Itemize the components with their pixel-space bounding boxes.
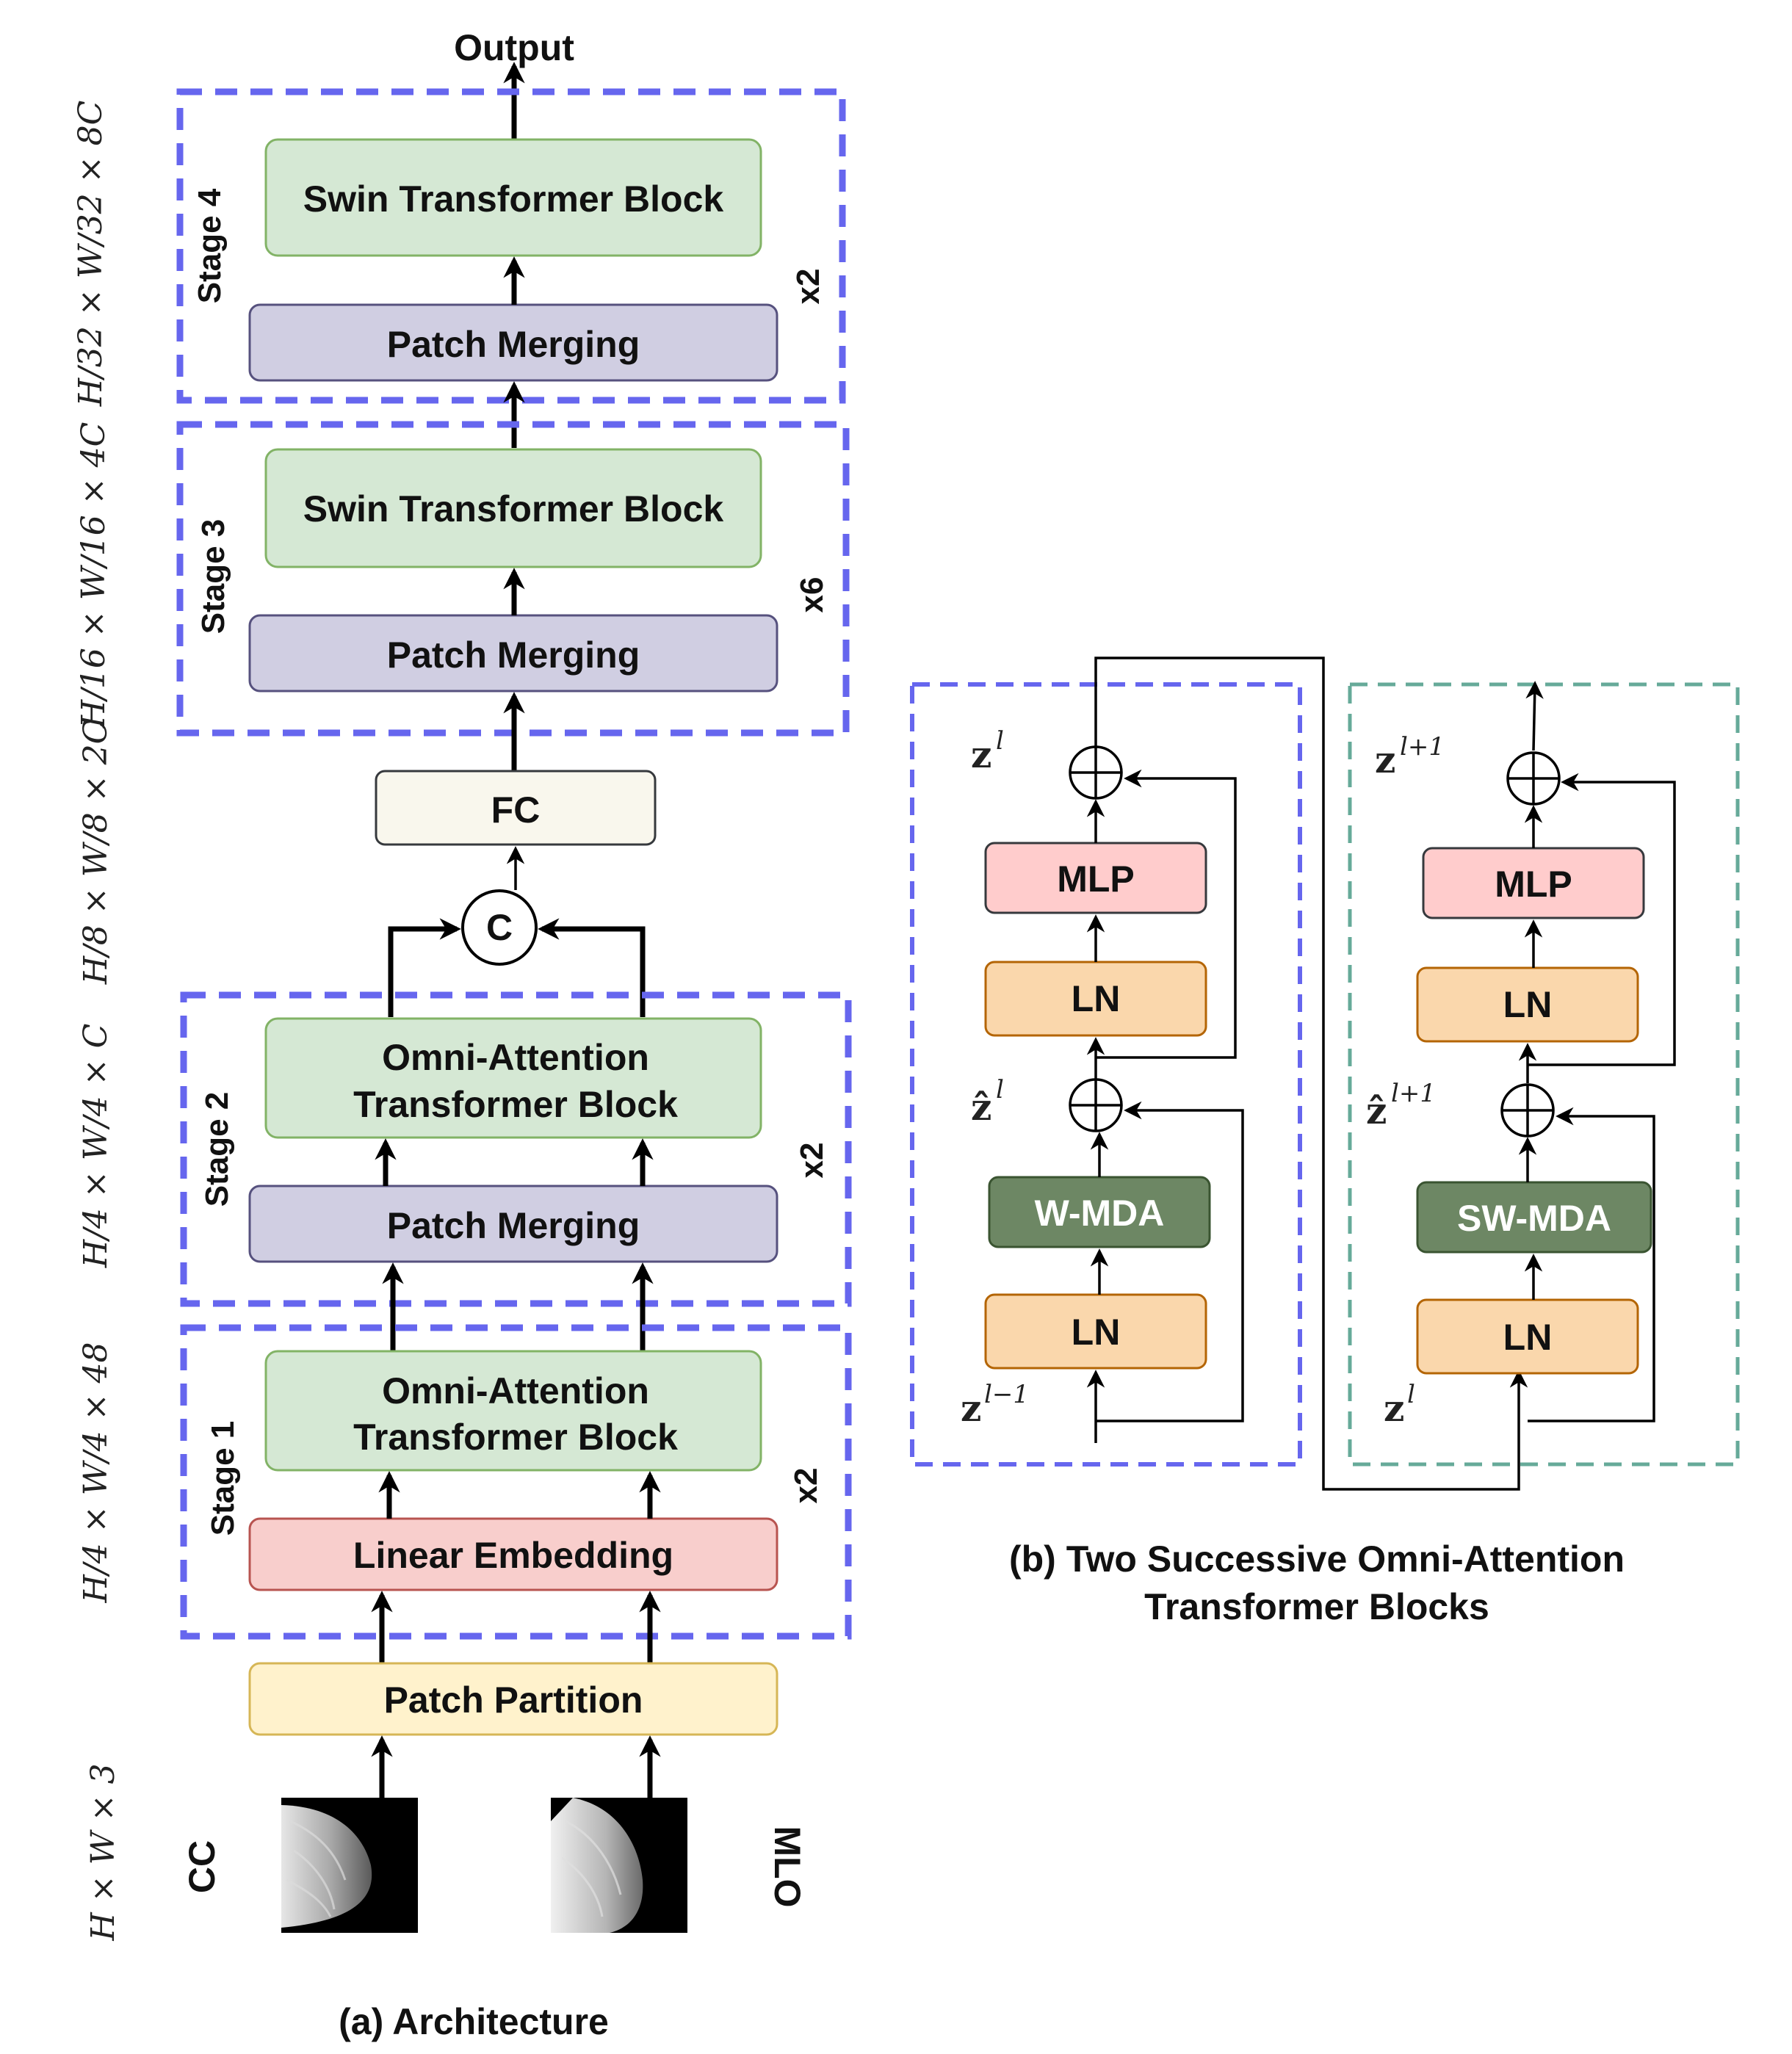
caption-a: (a) Architecture	[339, 2001, 609, 2042]
stage2-block-line1: Omni-Attention	[382, 1037, 649, 1078]
stage1-block-line1: Omni-Attention	[382, 1370, 649, 1411]
arrow-right-skip-top	[1528, 773, 1676, 1066]
stage1-linear-embedding	[248, 1517, 778, 1591]
left-ln-top-label: LN	[1072, 978, 1121, 1019]
mlo-mammogram-image	[551, 1798, 687, 1933]
output-label: Output	[454, 27, 574, 68]
stage3-swin-label: Swin Transformer Block	[303, 488, 724, 529]
cc-label: CC	[181, 1840, 223, 1893]
arrow-right-skip-bottom	[1528, 1107, 1655, 1422]
right-ln-bottom-box	[1416, 1298, 1639, 1375]
fc-label: FC	[491, 789, 541, 831]
right-mlp-label: MLP	[1495, 864, 1572, 905]
stage3-label: Stage 3	[195, 519, 231, 634]
arrow-left-branch-to-concat	[388, 918, 461, 1017]
caption-b-line2: Transformer Blocks	[1144, 1586, 1489, 1627]
stage2-merge-label: Patch Merging	[387, 1205, 640, 1246]
stage3-merge-label: Patch Merging	[387, 634, 640, 676]
stage2-omni-block	[264, 1017, 762, 1139]
stage4-label: Stage 4	[192, 188, 228, 303]
stage1-omni-block	[264, 1350, 762, 1472]
stage2-frame	[180, 991, 852, 1307]
right-ln-bottom-label: LN	[1503, 1317, 1553, 1358]
patch-partition-label: Patch Partition	[384, 1679, 643, 1721]
stage2-repeat: x2	[794, 1143, 830, 1179]
stage2-block-line2: Transformer Block	[353, 1084, 678, 1125]
left-mlp-label: MLP	[1057, 858, 1135, 900]
stage4-repeat: x2	[790, 269, 826, 305]
stage1-repeat: x2	[788, 1468, 824, 1504]
right-z-hat-sup: l+1	[1391, 1079, 1436, 1108]
right-ln-top-label: LN	[1503, 984, 1553, 1025]
right-swmda-box	[1416, 1181, 1652, 1254]
dim-stage4: H/32 × W/32 × 8C	[72, 101, 109, 408]
stage3-repeat: x6	[794, 577, 830, 613]
right-z-in: z	[1384, 1386, 1404, 1430]
cc-mammogram-image	[281, 1798, 418, 1933]
left-z-out: z	[971, 733, 991, 776]
stage1-block-line2: Transformer Block	[353, 1417, 678, 1458]
dim-fc: H/8 × W/8 × 2C	[77, 720, 115, 986]
stage1-label: Stage 1	[205, 1421, 241, 1536]
dim-stage1: H/4 × W/4 × 48	[77, 1342, 115, 1604]
left-ln-bottom-box	[984, 1293, 1207, 1370]
stage4-merge-label: Patch Merging	[387, 324, 640, 365]
right-z-hat: ẑ	[1366, 1089, 1387, 1132]
dim-stage3: H/16 × W/16 × 4C	[75, 422, 112, 729]
left-z-in-sup: l−1	[984, 1380, 1029, 1409]
left-ln-bottom-label: LN	[1072, 1312, 1121, 1353]
arrow-right-output	[1525, 681, 1544, 751]
stage4-swin-label: Swin Transformer Block	[303, 178, 724, 220]
stage2-label: Stage 2	[199, 1092, 235, 1207]
stage4-swin-block	[264, 138, 762, 257]
concat-node	[461, 889, 538, 966]
left-z-out-sup: l	[996, 726, 1004, 756]
dim-stage2: H/4 × W/4 × C	[77, 1024, 115, 1269]
mlo-label: MLO	[767, 1826, 808, 1907]
fc-box	[375, 770, 657, 846]
stage4-frame	[176, 88, 846, 404]
right-z-out: z	[1375, 738, 1395, 781]
left-z-in: z	[961, 1386, 981, 1430]
dim-input: H × W × 3	[84, 1763, 122, 1941]
right-ln-top-box	[1416, 966, 1639, 1043]
arrow-left-skip-bottom	[1096, 1101, 1244, 1422]
caption-b-line1: (b) Two Successive Omni-Attention	[1009, 1538, 1625, 1580]
arrow-right-branch-to-concat	[538, 918, 646, 1017]
left-z-hat: ẑ	[971, 1085, 991, 1129]
left-z-hat-sup: l	[996, 1075, 1004, 1104]
stage1-frame	[180, 1324, 852, 1640]
arrow-left-out-to-right-in	[1094, 657, 1528, 1491]
right-z-out-sup: l+1	[1400, 732, 1445, 762]
patch-partition-box	[248, 1662, 778, 1736]
arrow-left-skip-top	[1096, 769, 1237, 1059]
concat-label: C	[486, 907, 513, 948]
stage2-patch-merging	[248, 1185, 778, 1263]
left-wmda-label: W-MDA	[1035, 1193, 1165, 1234]
stage3-swin-block	[264, 448, 762, 568]
stage1-embed-label: Linear Embedding	[353, 1535, 673, 1576]
right-z-in-sup: l	[1407, 1380, 1415, 1409]
right-swmda-label: SW-MDA	[1457, 1198, 1611, 1239]
